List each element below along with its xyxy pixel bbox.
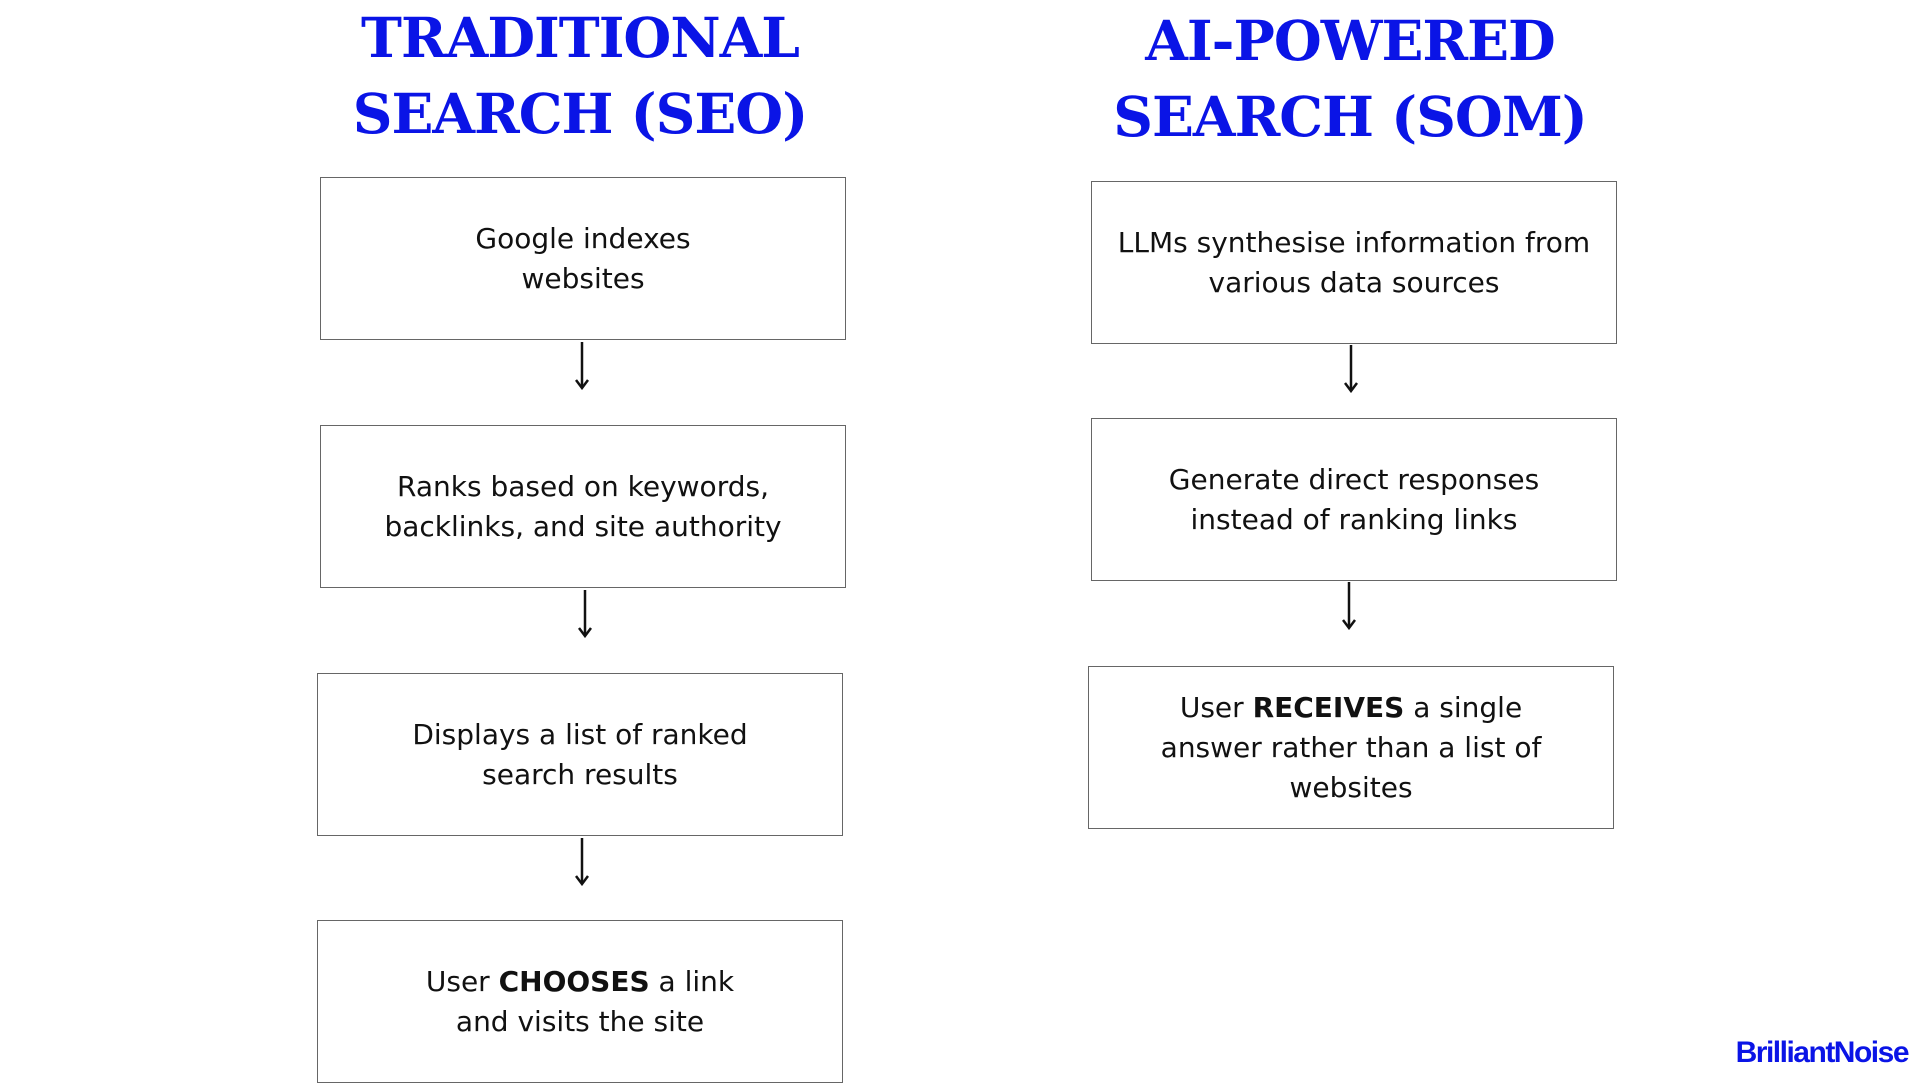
step-text: answer rather than a list of: [1160, 730, 1542, 764]
down-arrow-icon: [575, 590, 595, 638]
step-text: Ranks based on keywords,: [397, 469, 769, 503]
seo-step-2-box: Ranks based on keywords, backlinks, and …: [320, 425, 846, 588]
title-line: SEARCH (SOM): [1113, 84, 1587, 149]
step-text: websites: [1289, 770, 1413, 804]
title-line: SEARCH (SEO): [352, 81, 809, 146]
step-text-emphasis: RECEIVES: [1252, 690, 1405, 724]
title-traditional-search: TRADITIONAL SEARCH (SEO): [330, 0, 830, 152]
step-text: websites: [521, 261, 645, 295]
som-step-1-box: LLMs synthesise information from various…: [1091, 181, 1617, 344]
step-text: Generate direct responses: [1168, 462, 1540, 496]
seo-step-4-box: User CHOOSES a link and visits the site: [317, 920, 843, 1083]
step-text: User RECEIVES a single: [1180, 688, 1522, 728]
down-arrow-icon: [572, 342, 592, 390]
title-line: AI-POWERED: [1145, 8, 1556, 73]
step-text: and visits the site: [455, 1004, 705, 1038]
step-text: Google indexes: [475, 221, 691, 255]
down-arrow-icon: [572, 838, 592, 886]
step-text: Displays a list of ranked: [412, 717, 748, 751]
step-text: search results: [482, 757, 678, 791]
step-text: various data sources: [1208, 265, 1500, 299]
step-text-emphasis: CHOOSES: [498, 964, 650, 998]
step-text-part: User: [1179, 690, 1253, 724]
brilliantnoise-logo: BrilliantNoise: [1735, 1036, 1910, 1069]
som-step-3-box: User RECEIVES a single answer rather tha…: [1088, 666, 1614, 829]
seo-step-1-box: Google indexes websites: [320, 177, 846, 340]
step-text: User CHOOSES a link: [426, 962, 734, 1002]
step-text-part: a link: [649, 964, 735, 998]
step-text: LLMs synthesise information from: [1117, 225, 1591, 259]
step-text: backlinks, and site authority: [384, 509, 782, 543]
step-text: instead of ranking links: [1190, 502, 1518, 536]
seo-step-3-box: Displays a list of ranked search results: [317, 673, 843, 836]
title-ai-powered-search: AI-POWERED SEARCH (SOM): [1100, 3, 1600, 155]
step-text-part: a single: [1404, 690, 1523, 724]
down-arrow-icon: [1339, 582, 1359, 630]
step-text-part: User: [425, 964, 499, 998]
som-step-2-box: Generate direct responses instead of ran…: [1091, 418, 1617, 581]
down-arrow-icon: [1341, 345, 1361, 393]
title-line: TRADITIONAL: [361, 5, 800, 70]
